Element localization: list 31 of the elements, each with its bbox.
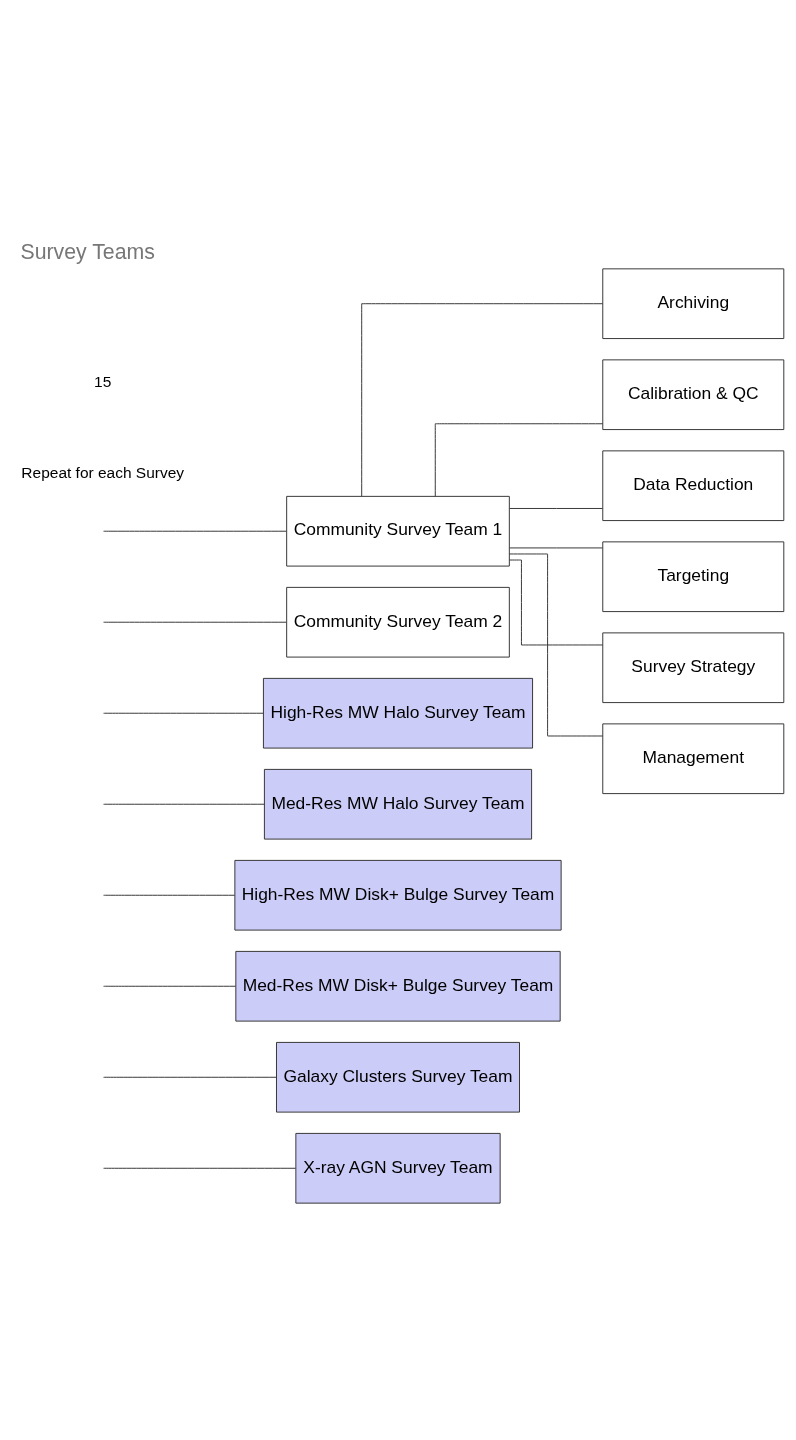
- diagram-title: Survey Teams: [20, 239, 155, 264]
- connector: [509, 559, 604, 645]
- node-box: Archiving: [602, 267, 785, 339]
- node-box: High-Res MW Disk+ Bulge Survey Team: [234, 859, 562, 931]
- node-box: Community Survey Team 1: [286, 495, 510, 567]
- connector: [103, 1167, 297, 1169]
- connector: [508, 553, 604, 736]
- connector: [103, 1076, 277, 1078]
- node-box: Data Reduction: [602, 449, 785, 521]
- node-box: Management: [602, 722, 785, 794]
- node-box: X-ray AGN Survey Team: [295, 1132, 501, 1204]
- connector: [509, 507, 604, 509]
- node-box: Community Survey Team 2: [286, 586, 510, 658]
- node-box: Med-Res MW Disk+ Bulge Survey Team: [235, 950, 561, 1022]
- connector: [103, 621, 287, 623]
- connector: [434, 422, 604, 497]
- node-box: Med-Res MW Halo Survey Team: [263, 768, 533, 840]
- connector: [103, 985, 236, 987]
- node-box: Targeting: [602, 540, 785, 612]
- node-box: Calibration & QC: [602, 358, 785, 430]
- connector: [103, 894, 236, 896]
- connector: [103, 712, 264, 714]
- node-box: High-Res MW Halo Survey Team: [262, 677, 534, 749]
- node-box: Survey Strategy: [602, 631, 785, 703]
- connector: [103, 803, 265, 805]
- connector: [361, 302, 604, 497]
- node-box: Galaxy Clusters Survey Team: [276, 1041, 520, 1113]
- label: 15: [94, 372, 112, 390]
- label: Repeat for each Survey: [21, 463, 185, 481]
- connector: [103, 530, 287, 532]
- connector: [509, 546, 604, 548]
